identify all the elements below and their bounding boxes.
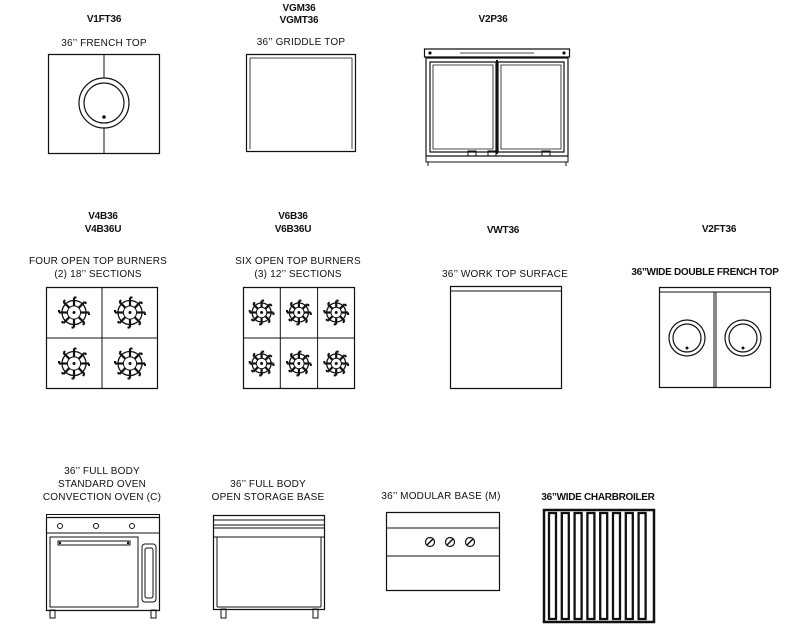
item-code: V2P36 <box>478 14 508 25</box>
burner-grate-icon <box>287 352 311 376</box>
grill-bar-icon <box>562 513 569 619</box>
item-code: VWT36 <box>486 225 520 236</box>
item-description: FOUR OPEN TOP BURNERS <box>28 256 168 267</box>
charbroiler-icon[interactable] <box>543 509 655 623</box>
burner-grate-icon <box>115 298 145 328</box>
item-code: VGMT36 <box>279 15 319 26</box>
item-description: 36’’ FULL BODY <box>64 466 140 477</box>
six-burner-icon[interactable] <box>243 287 355 389</box>
control-knob-icon <box>446 538 455 547</box>
burner-grate-icon <box>324 352 348 376</box>
item-description: 36”WIDE DOUBLE FRENCH TOP <box>631 267 779 278</box>
item-description: 36’’ GRIDDLE TOP <box>256 37 346 48</box>
item-description: SIX OPEN TOP BURNERS <box>235 256 361 267</box>
french-top-icon[interactable] <box>48 54 160 154</box>
item-description: 36’’ FULL BODY <box>230 479 306 490</box>
item-code: V6B36U <box>274 224 312 235</box>
burner-grate-icon <box>250 352 274 376</box>
oven-base-icon[interactable] <box>46 514 160 619</box>
grill-bar-icon <box>613 513 620 619</box>
item-description: (2) 18’’ SECTIONS <box>54 269 142 280</box>
item-description: STANDARD OVEN <box>58 479 146 490</box>
double-french-top-icon[interactable] <box>659 287 771 388</box>
four-burner-icon[interactable] <box>46 287 158 389</box>
burner-grate-icon <box>324 301 348 325</box>
burner-grate-icon <box>115 349 145 379</box>
item-code: V1FT36 <box>86 14 122 25</box>
item-description: 36”WIDE CHARBROILER <box>541 492 655 503</box>
burner-grate-icon <box>59 298 89 328</box>
grill-bar-icon <box>626 513 633 619</box>
storage-base-icon[interactable] <box>213 515 325 620</box>
item-description: (3) 12’’ SECTIONS <box>254 269 342 280</box>
grill-bar-icon <box>549 513 556 619</box>
modular-base-icon[interactable] <box>386 512 500 591</box>
item-code: V6B36 <box>278 211 308 222</box>
grill-bar-icon <box>600 513 607 619</box>
two-pan-unit-icon[interactable] <box>424 48 570 166</box>
griddle-top-icon[interactable] <box>246 54 356 152</box>
control-knob-icon <box>466 538 475 547</box>
item-description: OPEN STORAGE BASE <box>211 492 325 503</box>
burner-grate-icon <box>287 301 311 325</box>
item-code: V4B36U <box>84 224 122 235</box>
grill-bar-icon <box>587 513 594 619</box>
item-description: CONVECTION OVEN (C) <box>42 492 162 503</box>
control-knob-icon <box>426 538 435 547</box>
work-top-icon[interactable] <box>450 286 562 389</box>
item-code: V4B36 <box>88 211 118 222</box>
item-description: 36’’ FRENCH TOP <box>61 38 147 49</box>
item-code: VGM36 <box>282 3 316 14</box>
item-code: V2FT36 <box>701 224 737 235</box>
burner-grate-icon <box>250 301 274 325</box>
item-description: 36’’ MODULAR BASE (M) <box>381 491 501 502</box>
burner-grate-icon <box>59 349 89 379</box>
item-description: 36’’ WORK TOP SURFACE <box>442 269 568 280</box>
grill-bar-icon <box>639 513 646 619</box>
grill-bar-icon <box>575 513 582 619</box>
